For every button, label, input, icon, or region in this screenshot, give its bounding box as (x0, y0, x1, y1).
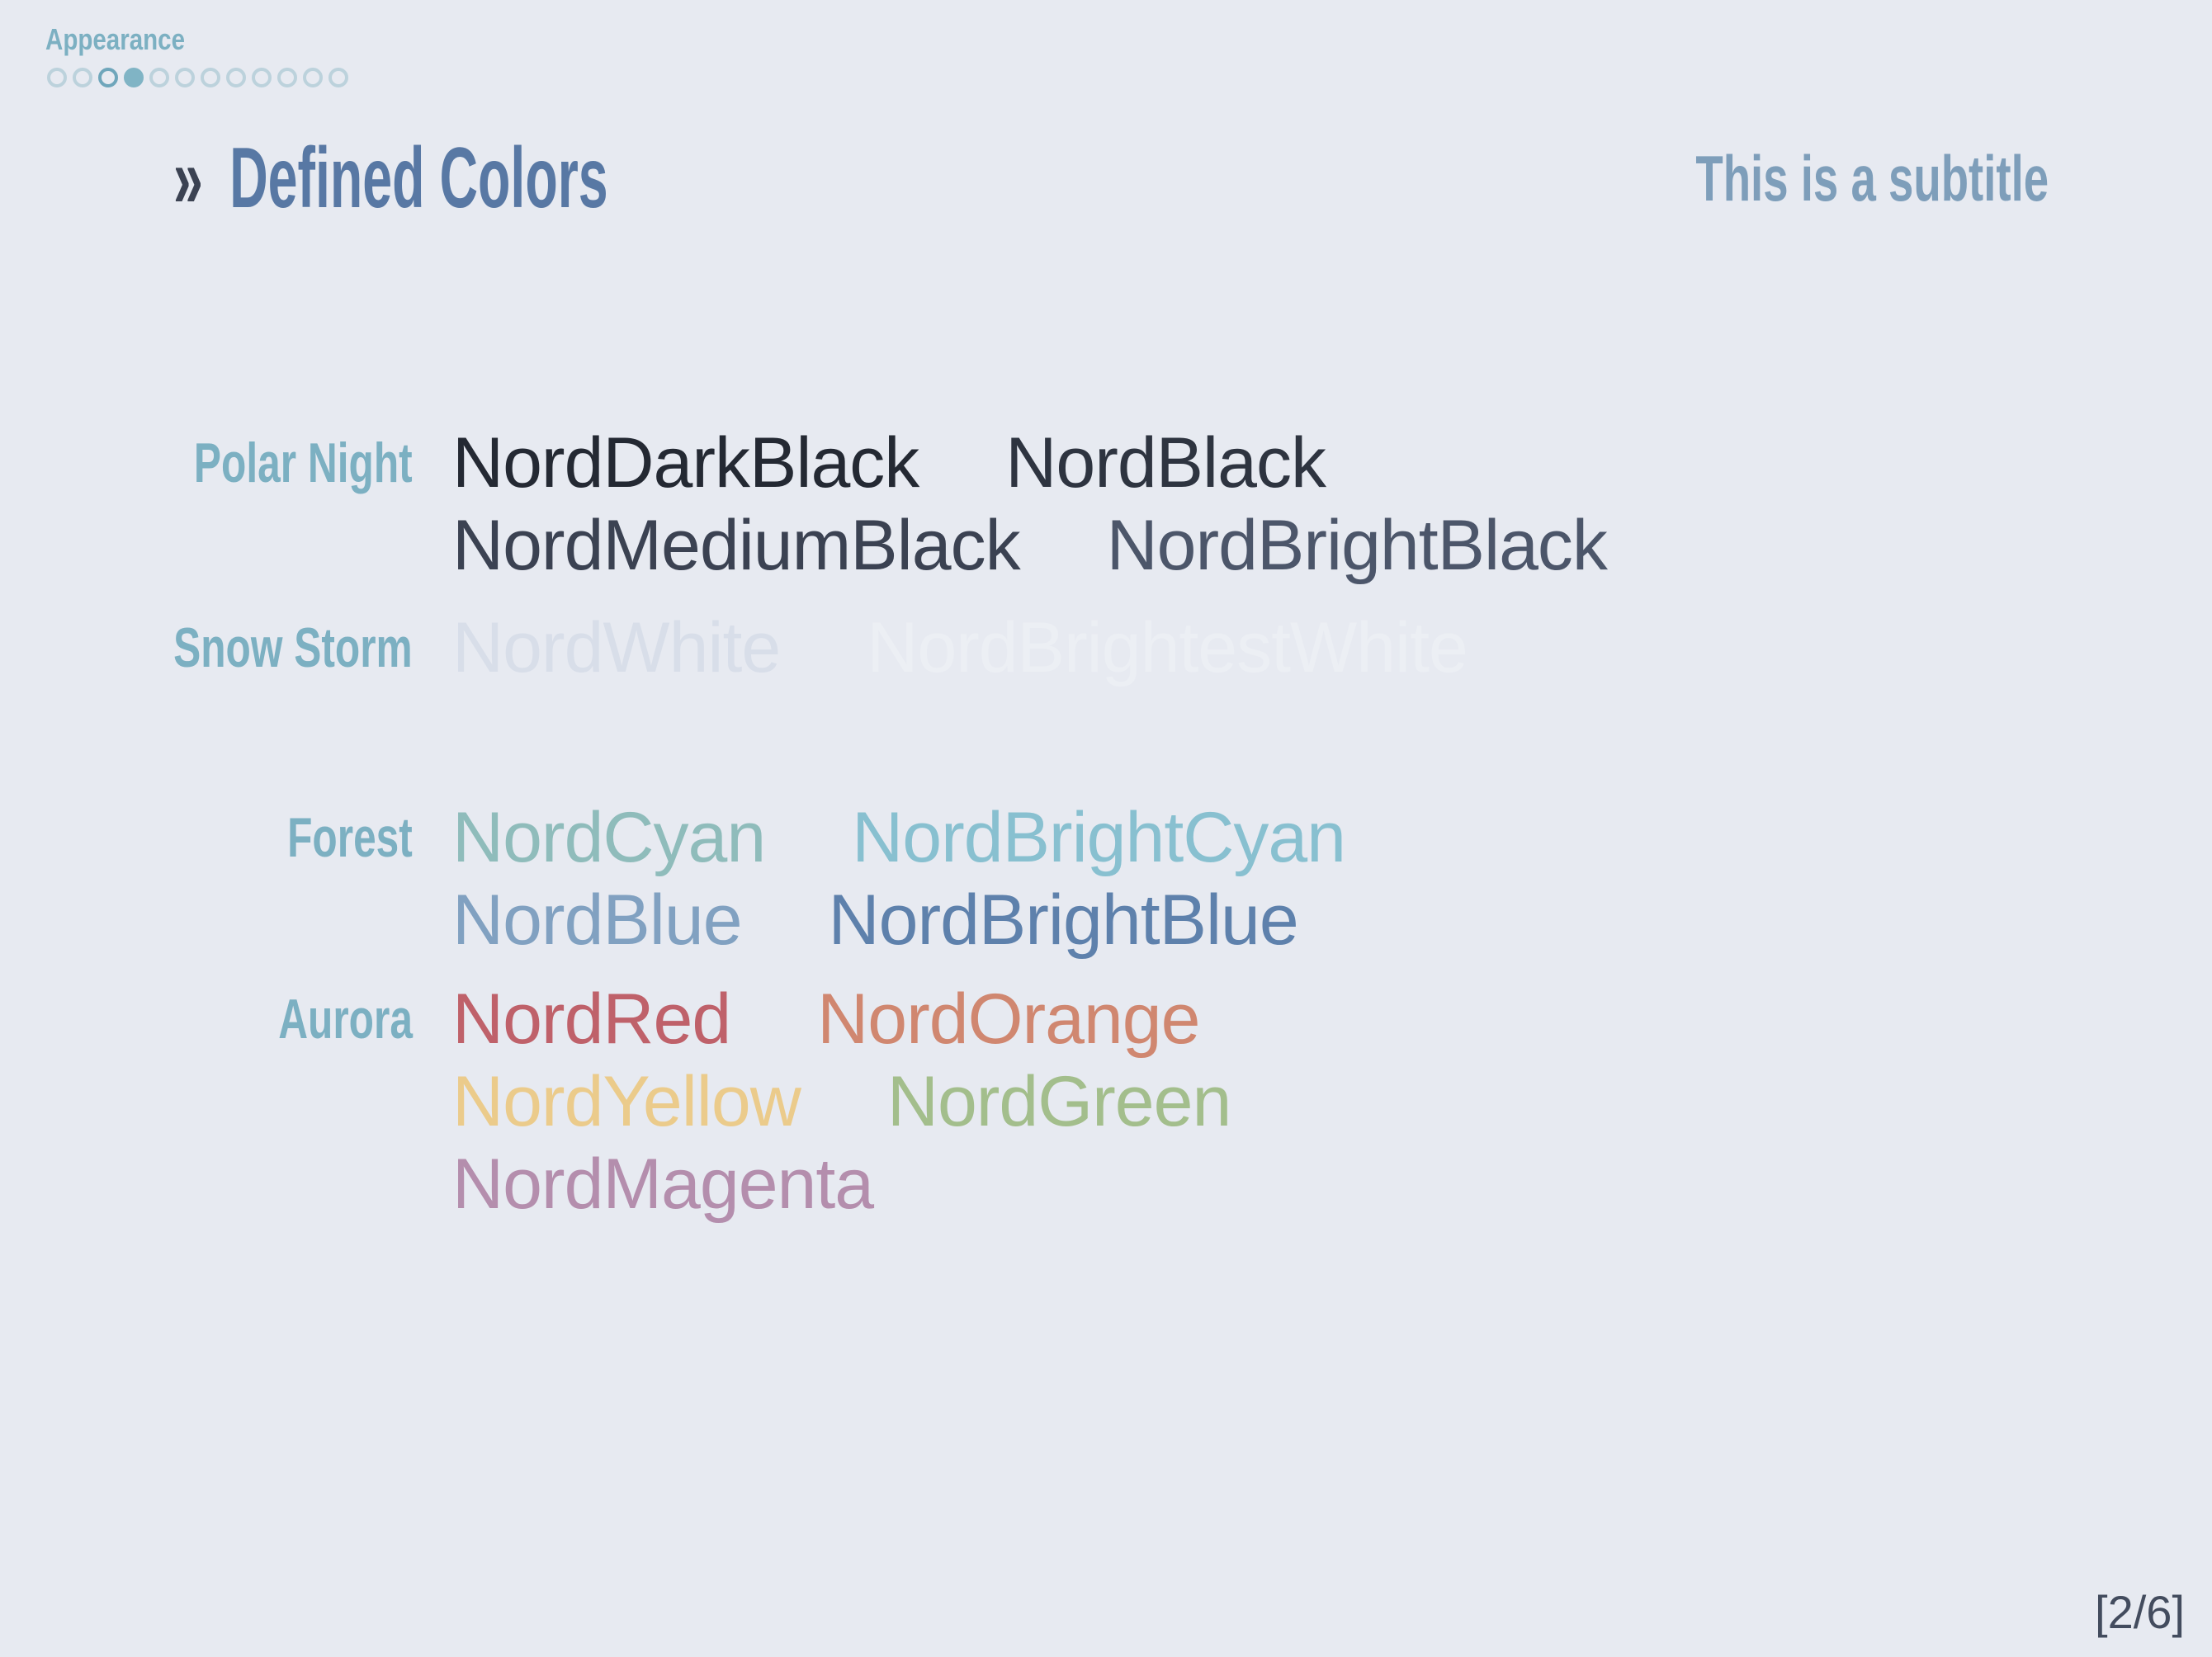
color-name: NordDarkBlack (452, 423, 919, 503)
progress-dot[interactable] (201, 68, 220, 87)
color-line: NordCyan NordBrightCyan (452, 796, 1346, 879)
section-header-label: Appearance (45, 22, 185, 56)
color-name: NordBrightCyan (852, 798, 1346, 877)
section-header: Appearance (45, 25, 215, 54)
color-name: NordMagenta (452, 1145, 874, 1224)
group-label: Aurora (278, 988, 413, 1050)
color-name: NordWhite (452, 608, 781, 687)
progress-dot[interactable] (124, 68, 144, 87)
progress-dot[interactable] (73, 68, 92, 87)
progress-dot[interactable] (47, 68, 67, 87)
slide-subtitle: This is a subtitle (1544, 146, 2049, 210)
color-name: NordGreen (886, 1062, 1231, 1141)
color-row: Snow Storm NordWhite NordBrightestWhite (0, 607, 2212, 689)
color-name: NordYellow (452, 1062, 801, 1141)
color-name: NordBrightestWhite (867, 608, 1468, 687)
color-name: NordOrange (817, 980, 1200, 1059)
color-name: NordBrightBlue (828, 880, 1299, 960)
color-line: NordMagenta (452, 1143, 1231, 1225)
color-name: NordCyan (452, 798, 766, 877)
progress-dot[interactable] (98, 68, 118, 87)
color-line: NordWhite NordBrightestWhite (452, 607, 1468, 689)
progress-dot[interactable] (226, 68, 246, 87)
progress-dot[interactable] (303, 68, 323, 87)
page-title: Defined Colors (229, 130, 608, 226)
color-name: NordBlue (452, 880, 743, 960)
color-name: NordRed (452, 980, 731, 1059)
color-line: NordRed NordOrange (452, 978, 1231, 1060)
page-indicator: [2/6] (2095, 1586, 2185, 1638)
progress-dot[interactable] (277, 68, 297, 87)
progress-dot[interactable] (252, 68, 272, 87)
color-name: NordBrightBlack (1106, 506, 1608, 585)
slide-subtitle-text: This is a subtitle (1695, 142, 2049, 215)
progress-dot[interactable] (149, 68, 169, 87)
progress-dot[interactable] (328, 68, 348, 87)
color-line: NordDarkBlack NordBlack (452, 422, 1607, 504)
group-label: Snow Storm (173, 616, 413, 679)
color-line: NordBlue NordBrightBlue (452, 879, 1345, 961)
group-label: Polar Night (194, 432, 413, 494)
group-label: Forest (287, 806, 413, 869)
color-name: NordMediumBlack (452, 506, 1021, 585)
title-marker-icon: » (173, 130, 203, 226)
color-line: NordYellow NordGreen (452, 1060, 1231, 1143)
slide-title: »Defined Colors (173, 135, 874, 221)
progress-dots (47, 68, 348, 87)
color-lines: NordWhite NordBrightestWhite (452, 607, 1468, 689)
color-name: NordBlack (1005, 423, 1326, 503)
color-line: NordMediumBlack NordBrightBlack (452, 504, 1608, 587)
progress-dot[interactable] (175, 68, 195, 87)
